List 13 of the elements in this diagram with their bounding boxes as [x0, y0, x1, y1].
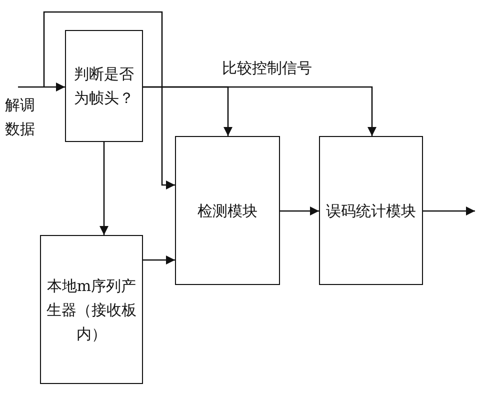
process-box: 检测模块	[175, 136, 280, 285]
arrow	[280, 206, 319, 216]
input-label: 解调数据	[4, 95, 36, 140]
arrow	[18, 82, 65, 92]
arrow	[143, 256, 175, 264]
process-box: 误码统计模块	[319, 136, 423, 285]
process-box: 判断是否为帧头？	[65, 30, 143, 142]
signal-label: 比较控制信号	[222, 58, 312, 79]
process-box: 本地m序列产生器（接收板内）	[40, 235, 143, 384]
arrow	[43, 11, 175, 190]
arrow	[423, 206, 475, 216]
arrow	[100, 142, 108, 235]
arrow	[143, 86, 376, 136]
